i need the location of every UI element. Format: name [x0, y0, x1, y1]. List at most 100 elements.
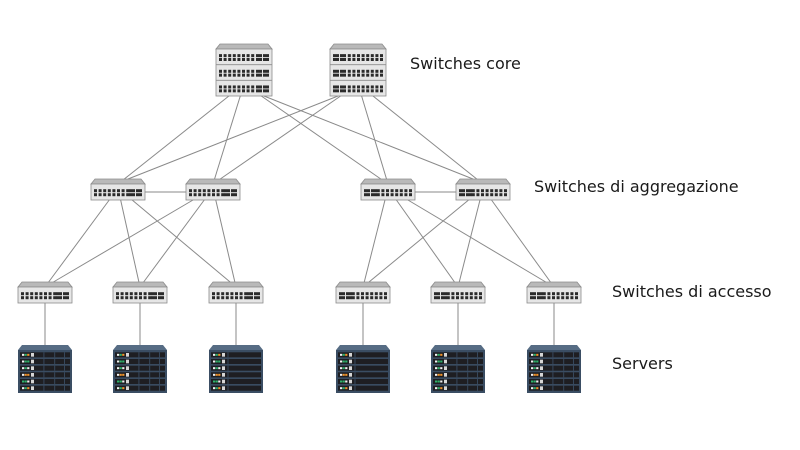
- status-led-icon: [22, 380, 25, 383]
- port-icon: [347, 85, 351, 89]
- access-switch[interactable]: [17, 281, 73, 304]
- switch-top-bevel: [430, 281, 486, 288]
- port-icon: [143, 292, 147, 296]
- status-led-icon: [218, 380, 221, 383]
- port-icon: [237, 69, 241, 73]
- status-led-icon: [215, 387, 218, 390]
- status-led-icon: [117, 360, 120, 363]
- port-icon: [542, 296, 546, 300]
- server-unit-bay: [433, 352, 483, 358]
- port-icon: [490, 189, 494, 193]
- uplink-port-icon: [339, 292, 345, 296]
- port-icon: [230, 292, 234, 296]
- port-icon: [370, 85, 374, 89]
- port-icon: [242, 85, 245, 89]
- server-unit: [338, 352, 388, 358]
- access-switch[interactable]: [335, 281, 391, 304]
- uplink-port-icon: [459, 193, 465, 197]
- access-switch[interactable]: [430, 281, 486, 304]
- drive-handle-icon: [444, 379, 447, 384]
- uplink-port-icon: [136, 193, 142, 197]
- port-icon: [228, 85, 232, 89]
- status-led-icon: [533, 380, 536, 383]
- drive-handle-icon: [444, 353, 447, 357]
- server-rack[interactable]: [527, 345, 581, 393]
- server-rack[interactable]: [113, 345, 167, 393]
- uplink-port-icon: [256, 54, 262, 58]
- status-led-icon: [531, 373, 534, 376]
- port-icon: [232, 85, 236, 89]
- port-icon: [228, 89, 232, 93]
- port-icon: [352, 69, 356, 73]
- aggregation-switch[interactable]: [185, 178, 241, 201]
- server-unit: [115, 378, 165, 385]
- uplink-port-icon: [371, 193, 377, 197]
- port-icon: [352, 57, 356, 61]
- core-switch[interactable]: [215, 43, 273, 97]
- server-unit-bay: [20, 358, 70, 365]
- status-led-icon: [437, 367, 440, 370]
- port-icon: [471, 193, 475, 197]
- status-led-icon: [437, 360, 440, 363]
- server-rack[interactable]: [18, 345, 72, 393]
- server-unit-bay: [211, 358, 261, 365]
- port-icon: [126, 193, 130, 197]
- access-switch[interactable]: [208, 281, 264, 304]
- status-led-icon: [533, 360, 536, 363]
- server-rack[interactable]: [336, 345, 390, 393]
- port-icon: [404, 189, 408, 193]
- access-switch[interactable]: [112, 281, 168, 304]
- status-led-icon: [440, 387, 443, 390]
- port-icon: [386, 193, 389, 197]
- port-icon: [474, 292, 478, 296]
- drive-handle-icon: [31, 373, 34, 377]
- uplink-port-icon: [530, 296, 536, 300]
- uplink-port-icon: [63, 296, 69, 300]
- port-icon: [361, 292, 364, 296]
- server-unit-bay: [115, 385, 165, 391]
- status-led-icon: [440, 367, 443, 370]
- server-unit-bay: [338, 372, 388, 378]
- status-led-icon: [345, 353, 348, 356]
- server-unit: [338, 365, 388, 371]
- port-icon: [120, 292, 124, 296]
- port-icon: [380, 85, 383, 89]
- port-icon: [223, 85, 227, 89]
- status-led-icon: [27, 380, 30, 383]
- server-unit: [338, 358, 388, 365]
- server-unit: [529, 378, 579, 385]
- aggregation-switch[interactable]: [360, 178, 416, 201]
- drive-handle-icon: [540, 386, 543, 390]
- port-icon: [357, 73, 360, 77]
- status-led-icon: [215, 367, 218, 370]
- port-icon: [126, 189, 130, 193]
- status-led-icon: [122, 367, 125, 370]
- server-unit-bay: [433, 378, 483, 385]
- status-led-icon: [342, 360, 345, 363]
- port-icon: [212, 189, 215, 193]
- core-switch[interactable]: [329, 43, 387, 97]
- uplink-port-icon: [340, 57, 346, 61]
- port-icon: [485, 193, 489, 197]
- tier-label-access: Switches di accesso: [612, 282, 772, 301]
- status-led-icon: [122, 387, 125, 390]
- aggregation-switch[interactable]: [90, 178, 146, 201]
- port-icon: [374, 296, 378, 300]
- switch-top-bevel: [329, 43, 387, 50]
- server-rack[interactable]: [209, 345, 263, 393]
- port-icon: [246, 73, 250, 77]
- port-icon: [25, 296, 29, 300]
- server-unit-bay: [115, 372, 165, 378]
- uplink-port-icon: [263, 57, 269, 61]
- aggregation-switch[interactable]: [455, 178, 511, 201]
- port-icon: [21, 292, 24, 296]
- switch-top-bevel: [208, 281, 264, 288]
- drive-handle-icon: [444, 373, 447, 377]
- status-led-icon: [345, 360, 348, 363]
- drive-handle-icon: [349, 353, 352, 357]
- status-led-icon: [117, 380, 120, 383]
- port-icon: [103, 193, 107, 197]
- access-switch[interactable]: [526, 281, 582, 304]
- status-led-icon: [117, 373, 120, 376]
- server-rack[interactable]: [431, 345, 485, 393]
